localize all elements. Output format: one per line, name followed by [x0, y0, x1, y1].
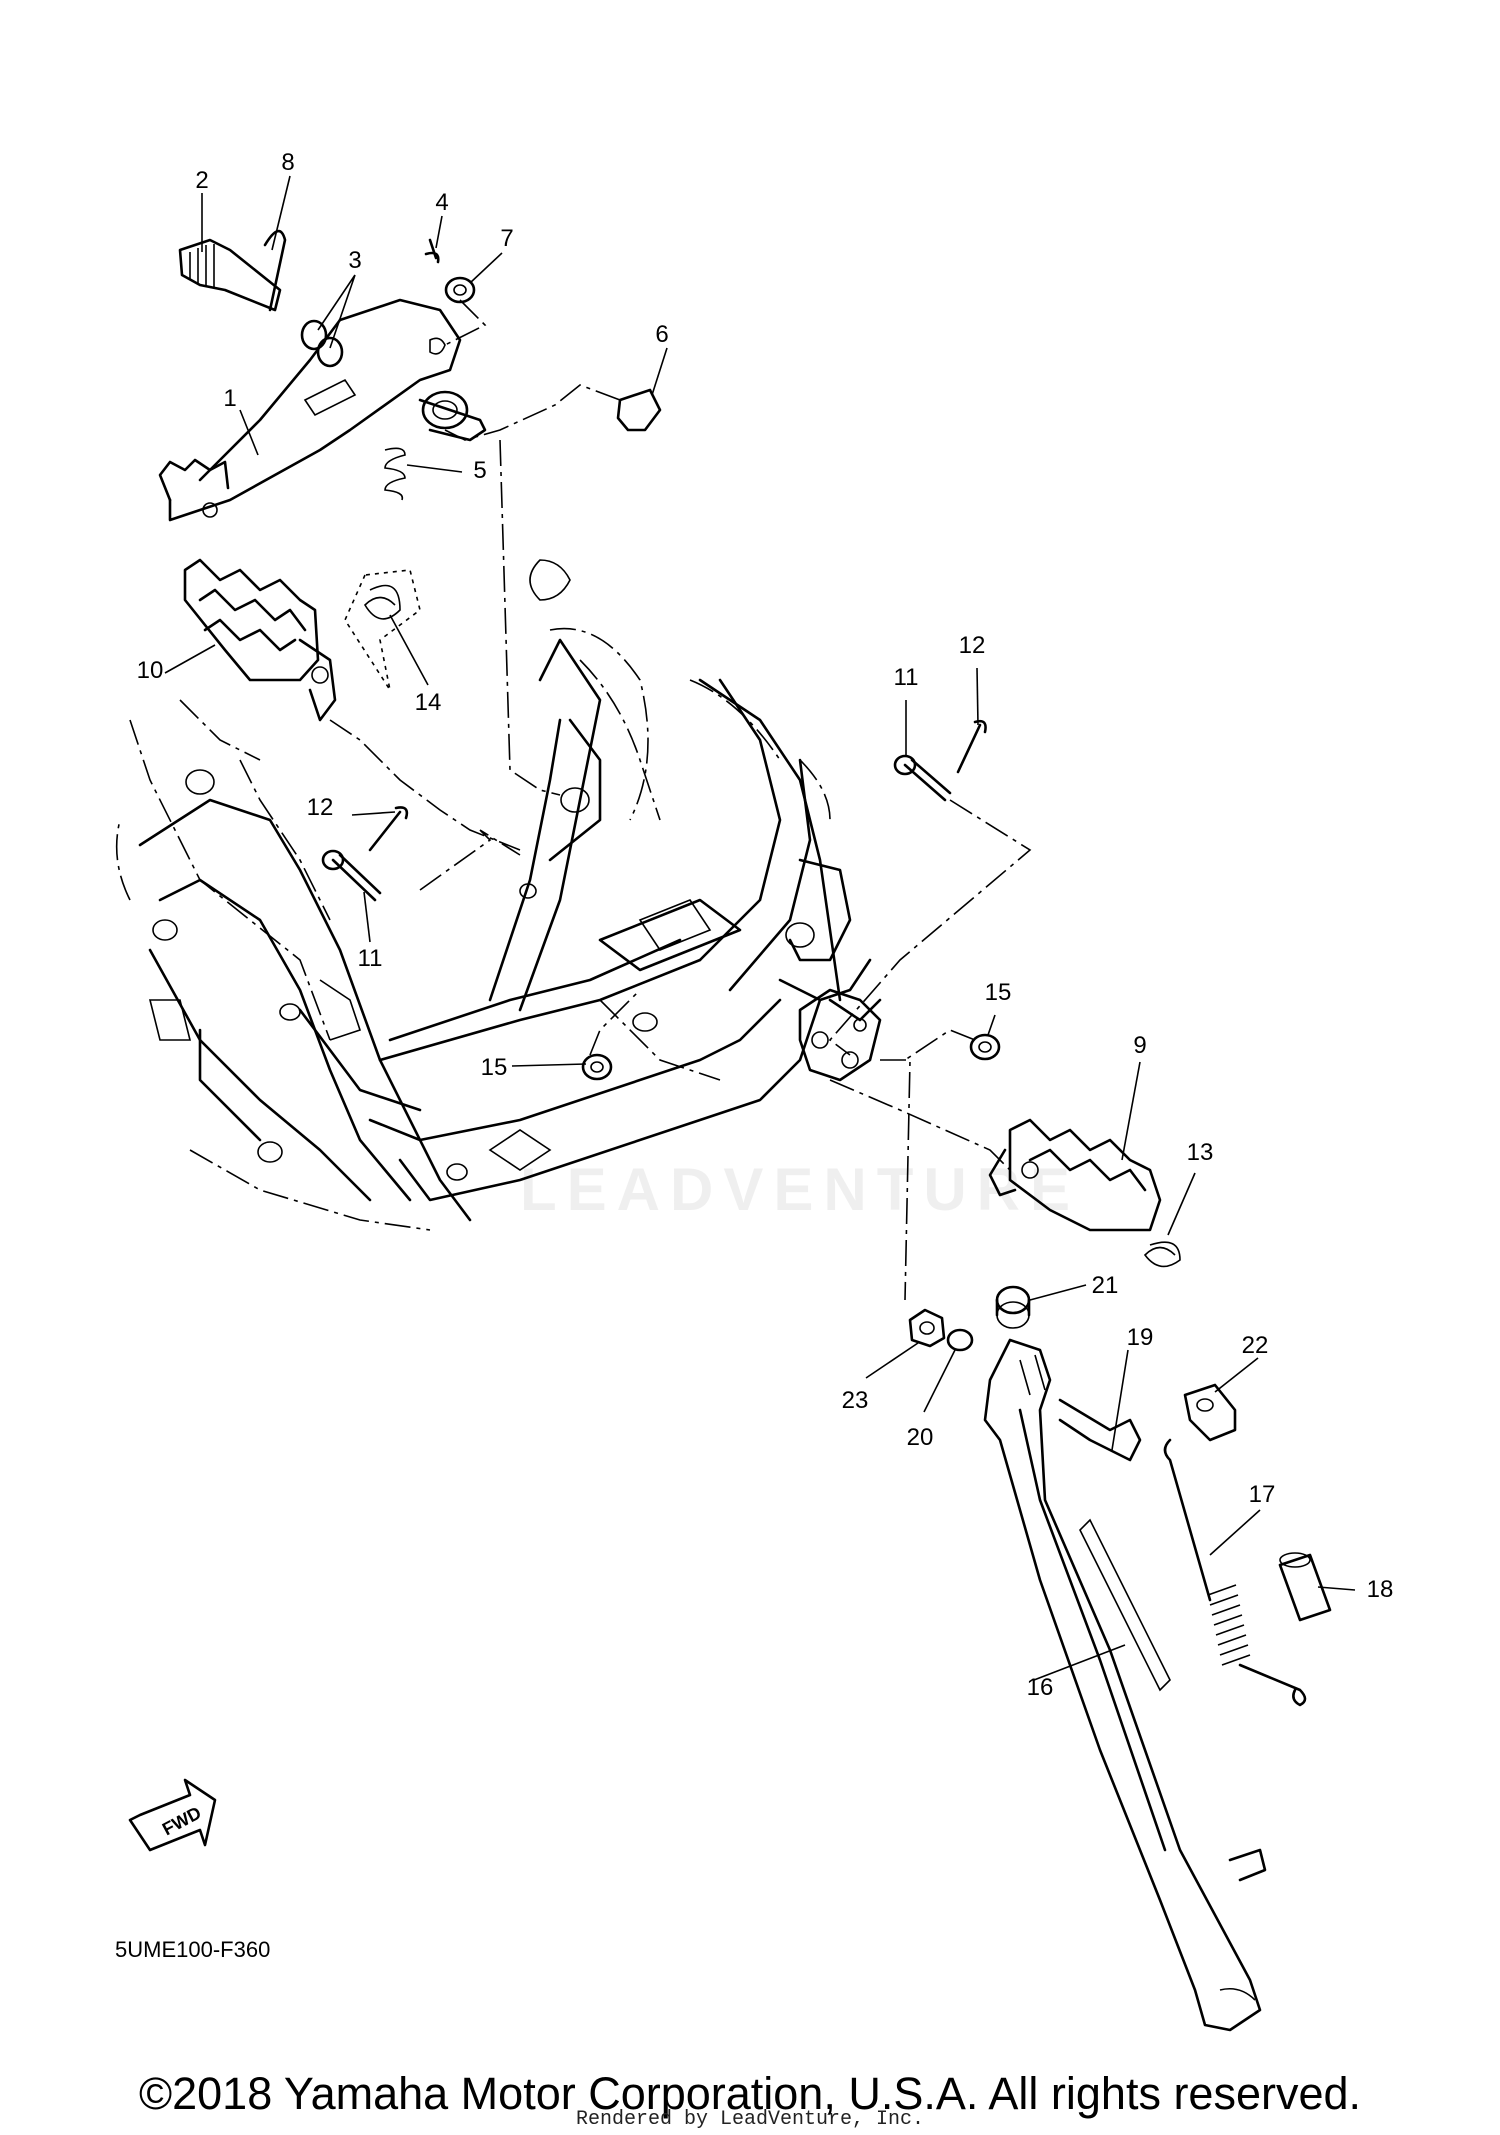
right-footrest-assembly [988, 1118, 1181, 1268]
callout-8: 8 [281, 149, 294, 176]
frame-drawing [115, 559, 882, 1231]
side-stand-assembly [908, 1285, 1332, 2032]
callout-10: 10 [137, 657, 164, 684]
callout-7: 7 [500, 225, 513, 252]
callout-11-left: 11 [358, 945, 383, 972]
callout-15-right: 15 [985, 979, 1012, 1006]
fwd-arrow-icon: FWD [128, 1778, 217, 1852]
part-code: 5UME100-F360 [115, 1937, 270, 1962]
callout-20: 20 [907, 1424, 934, 1451]
callout-labels: 1 2 3 4 5 6 7 8 9 10 11 11 12 12 13 14 1… [137, 149, 1394, 1701]
callout-5: 5 [473, 457, 486, 484]
callout-13: 13 [1187, 1139, 1214, 1166]
callout-23: 23 [842, 1387, 869, 1414]
callout-4: 4 [435, 189, 448, 216]
callout-22: 22 [1242, 1332, 1269, 1359]
callout-19: 19 [1127, 1324, 1154, 1351]
callout-9: 9 [1133, 1032, 1146, 1059]
callout-18: 18 [1367, 1576, 1394, 1603]
callout-1: 1 [223, 385, 236, 412]
callout-21: 21 [1092, 1272, 1119, 1299]
brake-pedal-assembly [158, 229, 662, 796]
callout-14: 14 [415, 689, 442, 716]
copyright-text: ©2018 Yamaha Motor Corporation, U.S.A. A… [138, 2068, 1362, 2119]
washers-15 [581, 989, 1001, 1081]
left-pin-assembly [321, 806, 409, 902]
leader-lines [164, 175, 1356, 1681]
watermark-text: LEADVENTURE [520, 1156, 1080, 1223]
right-pin-assembly [828, 719, 1032, 1056]
callout-12-right: 12 [959, 632, 986, 659]
callout-11-right: 11 [894, 664, 919, 691]
callout-16: 16 [1027, 1674, 1054, 1701]
rendered-by-text: Rendered by LeadVenture, Inc. [575, 2108, 925, 2131]
callout-6: 6 [655, 321, 668, 348]
callout-3: 3 [348, 247, 361, 274]
callout-15-left: 15 [481, 1054, 508, 1081]
left-footrest-assembly [183, 558, 521, 891]
fwd-label: FWD [159, 1803, 205, 1840]
callout-12-left: 12 [307, 794, 334, 821]
callout-2: 2 [195, 167, 208, 194]
callout-17: 17 [1249, 1481, 1276, 1508]
